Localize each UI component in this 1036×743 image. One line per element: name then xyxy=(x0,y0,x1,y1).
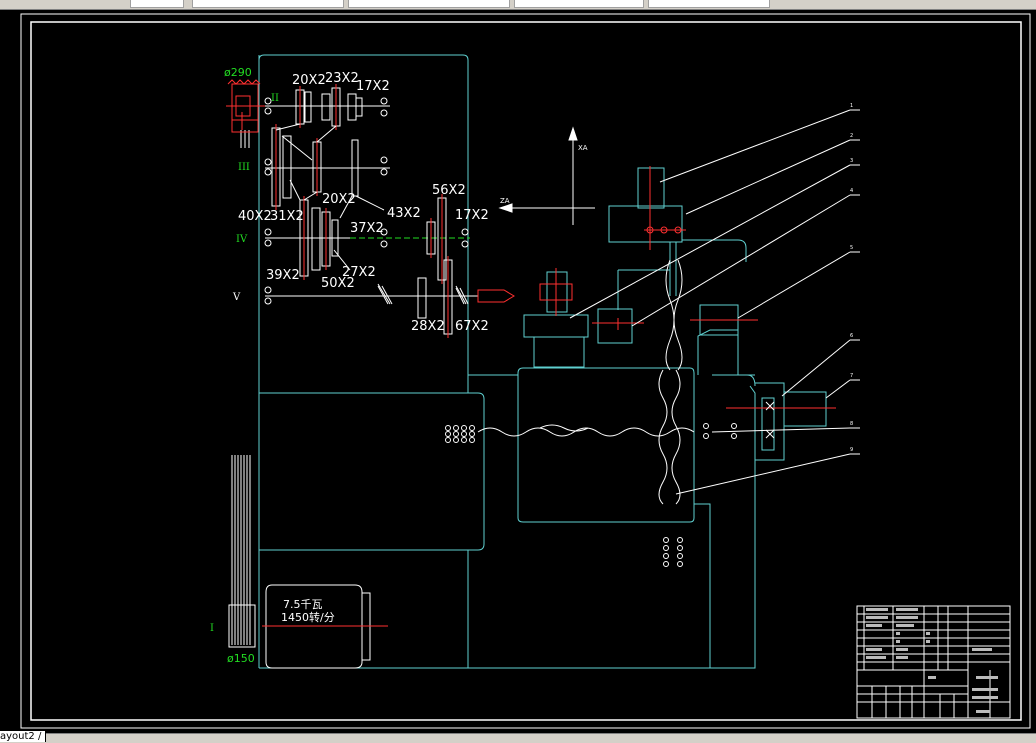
gear-label: 27X2 xyxy=(342,265,376,280)
gear-label: 17X2 xyxy=(356,79,390,94)
tab-layout2[interactable]: ayout2 / xyxy=(0,731,47,742)
top-pulley-diameter: ø290 xyxy=(224,66,252,79)
gear-label: 43X2 xyxy=(387,206,421,221)
callout-2: 2 xyxy=(850,133,853,139)
toolbar-dropdown[interactable] xyxy=(514,0,644,8)
status-strip xyxy=(0,733,1036,743)
carriage-box xyxy=(517,167,827,668)
motor-power: 7.5千瓦 xyxy=(283,598,323,611)
bottom-pulley-diameter: ø150 xyxy=(227,652,255,665)
sheet-outer-border xyxy=(20,13,1031,729)
callout-6: 6 xyxy=(850,333,853,339)
spindle-nose xyxy=(477,289,515,303)
gear-label: 67X2 xyxy=(455,319,489,334)
gear-label: 31X2 xyxy=(270,209,304,224)
motor-speed: 1450转/分 xyxy=(281,610,335,624)
title-block xyxy=(856,605,1011,719)
gear-label: 39X2 xyxy=(266,268,300,283)
shaft-label-v: V xyxy=(232,292,241,303)
callout-1: 1 xyxy=(850,103,853,109)
title-block-entries xyxy=(866,608,998,713)
callout-7: 7 xyxy=(850,373,853,379)
callout-8: 8 xyxy=(850,421,853,427)
gear-labels: 20X2 23X2 17X2 40X2 31X2 20X2 37X2 43X2 … xyxy=(238,71,489,334)
sheet-inner-border xyxy=(30,21,1022,721)
axis-x-label: ZA xyxy=(500,197,510,205)
gear-centerlines xyxy=(275,84,836,409)
toolbar-dropdown[interactable] xyxy=(192,0,344,8)
gear-label: 17X2 xyxy=(455,208,489,223)
gear-label: 23X2 xyxy=(325,71,359,86)
window-toolbar-strip xyxy=(0,0,1036,10)
top-pulley xyxy=(226,79,270,133)
shaft-label-iii: III xyxy=(238,162,250,173)
shaft-label-iv: IV xyxy=(236,234,248,245)
gear-label: 50X2 xyxy=(321,276,355,291)
toolbar-dropdown[interactable] xyxy=(348,0,510,8)
callout-numbers: 1 2 3 4 5 6 7 8 9 xyxy=(850,103,853,453)
gear-label: 20X2 xyxy=(322,192,356,207)
drive-belt xyxy=(228,130,256,648)
mesh-lines xyxy=(275,123,467,305)
shaft-labels: II III IV I xyxy=(210,93,279,634)
spindle-coupling xyxy=(377,285,469,305)
gear-label: 37X2 xyxy=(350,221,384,236)
gear-label: 40X2 xyxy=(238,209,272,224)
callout-9: 9 xyxy=(850,447,853,453)
shaft-label-ii: II xyxy=(271,93,279,104)
toolbar-dropdown[interactable] xyxy=(648,0,770,8)
gear-label: 28X2 xyxy=(411,319,445,334)
cad-drawing-canvas[interactable]: XA ZA 1 2 3 4 5 6 7 8 9 II III IV xyxy=(0,9,1036,733)
headstock-housing xyxy=(258,54,756,669)
gear-label: 20X2 xyxy=(292,73,326,88)
toolbar-item[interactable] xyxy=(130,0,184,8)
tool-post-details xyxy=(539,226,775,439)
callout-3: 3 xyxy=(850,158,853,164)
lead-screw xyxy=(477,259,695,505)
bearings xyxy=(264,97,737,567)
shaft-label-i: I xyxy=(210,623,214,634)
axis-indicator xyxy=(498,126,595,225)
callout-5: 5 xyxy=(850,245,853,251)
callout-4: 4 xyxy=(850,188,853,194)
callout-leaders xyxy=(569,109,860,495)
gear-label: 56X2 xyxy=(432,183,466,198)
axis-y-label: XA xyxy=(578,144,588,152)
